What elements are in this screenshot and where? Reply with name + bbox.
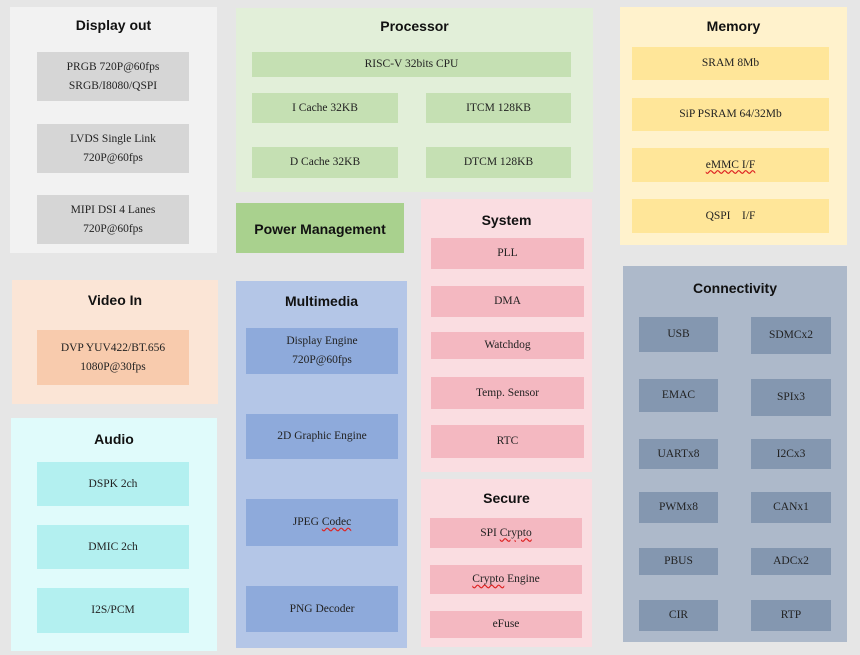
processor-dcache-block: D Cache 32KB bbox=[252, 147, 398, 178]
processor-title: Processor bbox=[380, 18, 449, 34]
system-rtc-block: RTC bbox=[431, 425, 584, 458]
connectivity-uart-block: UARTx8 bbox=[639, 439, 718, 469]
audio-dspk-block: DSPK 2ch bbox=[37, 462, 189, 506]
video-in-title: Video In bbox=[87, 292, 143, 308]
power-management-panel: Power Management bbox=[236, 203, 404, 253]
memory-title: Memory bbox=[706, 18, 761, 34]
multimedia-2d-graphic-block: 2D Graphic Engine bbox=[246, 414, 398, 459]
multimedia-jpeg-codec-label: JPEG Codec bbox=[292, 516, 352, 528]
video-in-panel: Video In DVP YUV422/BT.656 1080P@30fps bbox=[12, 280, 218, 404]
secure-panel: Secure SPI Crypto Crypto Engine eFuse bbox=[421, 479, 592, 647]
memory-psram-block: SiP PSRAM 64/32Mb bbox=[632, 98, 829, 131]
multimedia-title: Multimedia bbox=[284, 293, 359, 309]
memory-panel: Memory SRAM 8Mb SiP PSRAM 64/32Mb eMMC I… bbox=[620, 7, 847, 245]
multimedia-panel: Multimedia Display Engine 720P@60fps 2D … bbox=[236, 281, 407, 648]
connectivity-i2c-block: I2Cx3 bbox=[751, 439, 831, 469]
connectivity-pwm-block: PWMx8 bbox=[639, 492, 718, 523]
connectivity-adc-block: ADCx2 bbox=[751, 548, 831, 575]
secure-efuse-block: eFuse bbox=[430, 611, 582, 638]
processor-cpu-block: RISC-V 32bits CPU bbox=[252, 52, 571, 77]
connectivity-can-block: CANx1 bbox=[751, 492, 831, 523]
secure-spi-crypto-block: SPI Crypto bbox=[430, 518, 582, 548]
multimedia-png-decoder-block: PNG Decoder bbox=[246, 586, 398, 632]
system-panel: System PLL DMA Watchdog Temp. Sensor RTC bbox=[421, 199, 592, 472]
multimedia-jpeg-codec-block: JPEG Codec bbox=[246, 499, 398, 546]
memory-emmc-label: eMMC I/F bbox=[705, 158, 756, 171]
memory-qspi-block: QSPI I/F bbox=[632, 199, 829, 233]
system-temp-sensor-block: Temp. Sensor bbox=[431, 377, 584, 409]
audio-dmic-block: DMIC 2ch bbox=[37, 525, 189, 569]
connectivity-sdmc-block: SDMCx2 bbox=[751, 317, 831, 354]
processor-icache-block: I Cache 32KB bbox=[252, 93, 398, 123]
connectivity-pbus-block: PBUS bbox=[639, 548, 718, 575]
system-dma-block: DMA bbox=[431, 286, 584, 317]
audio-panel: Audio DSPK 2ch DMIC 2ch I2S/PCM bbox=[11, 418, 217, 651]
secure-spi-crypto-label: SPI Crypto bbox=[480, 526, 532, 539]
display-out-panel: Display out PRGB 720P@60fps SRGB/I8080/Q… bbox=[10, 7, 217, 253]
connectivity-usb-block: USB bbox=[639, 317, 718, 352]
processor-itcm-block: ITCM 128KB bbox=[426, 93, 571, 123]
multimedia-display-engine-block: Display Engine 720P@60fps bbox=[246, 328, 398, 374]
processor-panel: Processor RISC-V 32bits CPU I Cache 32KB… bbox=[236, 8, 593, 192]
power-management-title: Power Management bbox=[254, 221, 386, 237]
secure-crypto-engine-label: Crypto Engine bbox=[472, 573, 540, 585]
system-title: System bbox=[481, 212, 532, 228]
display-out-title: Display out bbox=[75, 17, 152, 33]
display-out-mipi-block: MIPI DSI 4 Lanes 720P@60fps bbox=[37, 195, 189, 244]
audio-title: Audio bbox=[94, 431, 134, 447]
processor-dtcm-block: DTCM 128KB bbox=[426, 147, 571, 178]
memory-emmc-block: eMMC I/F bbox=[632, 148, 829, 182]
connectivity-panel: Connectivity USB SDMCx2 EMAC SPIx3 UARTx… bbox=[623, 266, 847, 642]
connectivity-title: Connectivity bbox=[692, 280, 777, 296]
display-out-lvds-block: LVDS Single Link 720P@60fps bbox=[37, 124, 189, 173]
secure-crypto-engine-block: Crypto Engine bbox=[430, 565, 582, 594]
system-pll-block: PLL bbox=[431, 238, 584, 269]
connectivity-spi-block: SPIx3 bbox=[751, 379, 831, 416]
connectivity-emac-block: EMAC bbox=[639, 379, 718, 412]
connectivity-rtp-block: RTP bbox=[751, 600, 831, 631]
connectivity-cir-block: CIR bbox=[639, 600, 718, 631]
secure-title: Secure bbox=[483, 490, 530, 506]
video-in-dvp-block: DVP YUV422/BT.656 1080P@30fps bbox=[37, 330, 189, 385]
audio-i2s-block: I2S/PCM bbox=[37, 588, 189, 633]
system-watchdog-block: Watchdog bbox=[431, 332, 584, 359]
display-out-prgb-block: PRGB 720P@60fps SRGB/I8080/QSPI bbox=[37, 52, 189, 101]
memory-sram-block: SRAM 8Mb bbox=[632, 47, 829, 80]
